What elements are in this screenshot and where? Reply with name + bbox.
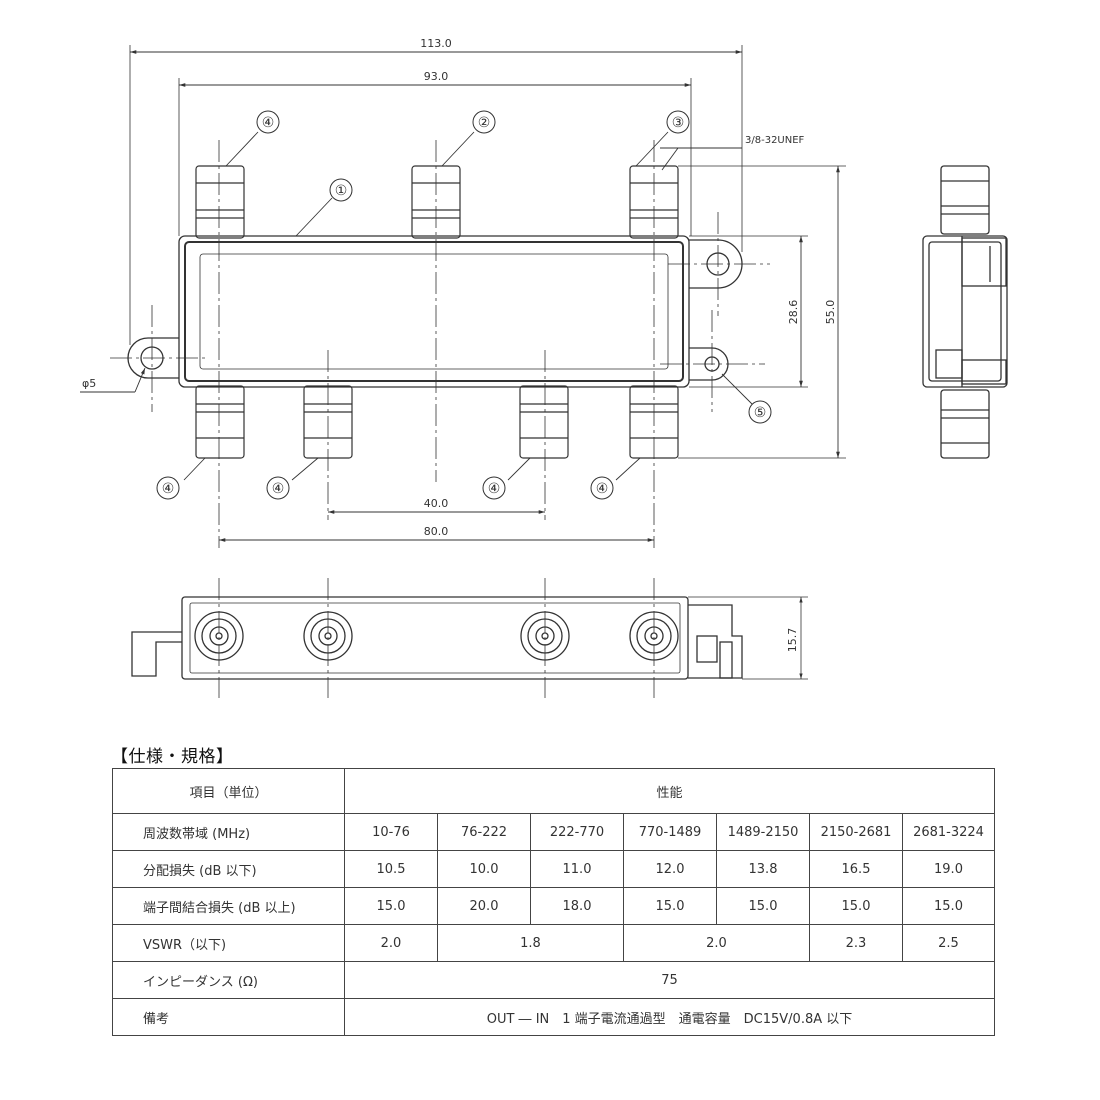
table-cell: 11.0 [530,850,624,888]
table-cell: 1489-2150 [716,813,810,851]
table-cell: 2.0 [344,924,438,962]
dim-height-inner: 28.6 [787,300,800,325]
table-cell: 75 [344,961,995,999]
table-cell: 18.0 [530,887,624,925]
table-cell: 10.5 [344,850,438,888]
table-cell: 15.0 [809,887,903,925]
spec-table: 項目（単位） 性能 周波数帯域 (MHz) 10-76 76-222 222-7… [112,768,995,1036]
dim-port-span: 80.0 [424,525,449,538]
callout-2: ② [478,115,491,131]
header-performance: 性能 [344,768,995,814]
table-cell: 15.0 [716,887,810,925]
table-cell: 10-76 [344,813,438,851]
row-label-loss: 分配損失 (dB 以下) [112,850,345,888]
callout-3: ③ [672,115,685,131]
table-cell: 15.0 [623,887,717,925]
header-item: 項目（単位） [112,768,345,814]
callout-4: ④ [488,481,501,497]
dimension-labels: 113.0 93.0 3/8-32UNEF φ5 40.0 80.0 28.6 … [82,37,837,652]
table-row: VSWR（以下) 2.0 1.8 2.0 2.3 2.5 [112,924,995,962]
table-cell: 2.3 [809,924,903,962]
table-row: 端子間結合損失 (dB 以上) 15.0 20.0 18.0 15.0 15.0… [112,887,995,925]
dim-depth: 15.7 [786,628,799,653]
table-cell: 222-770 [530,813,624,851]
callout-4: ④ [162,481,175,497]
technical-drawing: ④ ② ③ ① ④ ④ ④ ④ ⑤ 113.0 93.0 3/8-32UNEF … [80,37,1008,698]
port-connector [195,165,245,239]
row-label-freq: 周波数帯域 (MHz) [112,813,345,851]
front-view [80,45,846,548]
table-cell: 15.0 [344,887,438,925]
row-label-notes: 備考 [112,998,345,1036]
side-view [922,165,1008,459]
dim-overall-width: 113.0 [420,37,452,50]
callout-1: ① [335,183,348,199]
dim-thread: 3/8-32UNEF [745,135,805,146]
bottom-view [131,578,808,698]
table-cell: 15.0 [902,887,995,925]
table-cell: 19.0 [902,850,995,888]
table-cell: 10.0 [437,850,531,888]
table-row: インピーダンス (Ω) 75 [112,961,995,999]
port-connector [195,385,245,459]
table-cell: 1.8 [437,924,624,962]
spec-section-title: 【仕様・規格】 [111,747,234,767]
callout-4: ④ [596,481,609,497]
table-cell: 16.5 [809,850,903,888]
table-cell: OUT ― IN 1 端子電流通過型 通電容量 DC15V/0.8A 以下 [344,998,995,1036]
dim-height-overall: 55.0 [824,300,837,325]
dim-hole-dia: φ5 [82,377,96,390]
table-row: 周波数帯域 (MHz) 10-76 76-222 222-770 770-148… [112,813,995,851]
table-cell: 2.0 [623,924,810,962]
port-connector [519,385,569,459]
table-cell: 12.0 [623,850,717,888]
table-cell: 2.5 [902,924,995,962]
table-row: 備考 OUT ― IN 1 端子電流通過型 通電容量 DC15V/0.8A 以下 [112,998,995,1036]
row-label-impedance: インピーダンス (Ω) [112,961,345,999]
table-cell: 2681-3224 [902,813,995,851]
callouts: ④ ② ③ ① ④ ④ ④ ④ ⑤ [162,115,767,497]
table-row: 項目（単位） 性能 [112,768,995,814]
dim-body-width: 93.0 [424,70,449,83]
table-cell: 770-1489 [623,813,717,851]
callout-4: ④ [262,115,275,131]
dim-port-pitch: 40.0 [424,497,449,510]
table-cell: 2150-2681 [809,813,903,851]
row-label-isolation: 端子間結合損失 (dB 以上) [112,887,345,925]
row-label-vswr: VSWR（以下) [112,924,345,962]
table-row: 分配損失 (dB 以下) 10.5 10.0 11.0 12.0 13.8 16… [112,850,995,888]
table-cell: 20.0 [437,887,531,925]
callout-4: ④ [272,481,285,497]
table-cell: 13.8 [716,850,810,888]
callout-5: ⑤ [754,405,767,421]
table-cell: 76-222 [437,813,531,851]
